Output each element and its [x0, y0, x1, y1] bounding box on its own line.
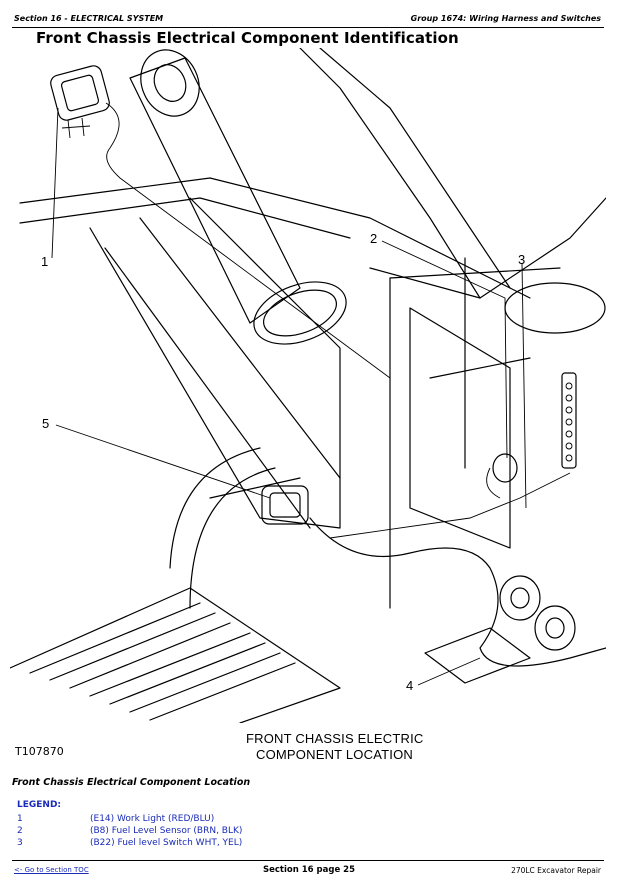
header-divider — [12, 27, 604, 28]
manual-title: 270LC Excavator Repair — [511, 866, 601, 875]
section-toc-link[interactable]: <- Go to Section TOC — [14, 866, 89, 874]
cylinder-eye — [140, 49, 200, 117]
boom-body — [89, 197, 341, 529]
fuel-tank — [409, 307, 511, 549]
callout-3: 3 — [518, 252, 525, 267]
work-light-front-icon — [261, 485, 309, 525]
page-title: Front Chassis Electrical Component Ident… — [36, 29, 459, 47]
callout-4: 4 — [406, 678, 413, 693]
callout-2: 2 — [370, 231, 377, 246]
horn-2 — [534, 605, 576, 651]
callout-5: 5 — [42, 416, 49, 431]
fuel-level-sensor — [492, 453, 518, 483]
wiring-harness — [309, 517, 606, 667]
legend-item-text: (B22) Fuel level Switch WHT, YEL) — [90, 838, 243, 848]
chassis-illustration: 1 2 3 4 5 — [10, 48, 606, 723]
fuel-level-switch — [561, 372, 577, 469]
footer-divider — [12, 860, 604, 861]
figure-label-line1: FRONT CHASSIS ELECTRIC — [246, 731, 424, 746]
section-header: Section 16 - ELECTRICAL SYSTEM — [14, 14, 164, 23]
legend-item-text: (E14) Work Light (RED/BLU) — [90, 814, 215, 824]
figure-caption: Front Chassis Electrical Component Locat… — [12, 777, 251, 788]
legend-number: 1 — [17, 814, 23, 824]
legend-heading: LEGEND: — [17, 800, 62, 810]
group-header: Group 1674: Wiring Harness and Switches — [410, 14, 601, 23]
page-number: Section 16 page 25 — [263, 865, 355, 875]
legend-item-text: (B8) Fuel Level Sensor (BRN, BLK) — [90, 826, 243, 836]
legend-number: 2 — [17, 826, 23, 836]
figure-id: T107870 — [15, 745, 64, 758]
legend-number: 3 — [17, 838, 23, 848]
work-light-top-icon — [50, 65, 110, 121]
track-plate — [10, 587, 341, 723]
callout-1: 1 — [41, 254, 48, 269]
horn-1 — [499, 575, 541, 621]
cylinder-collar — [253, 281, 347, 345]
figure-label-line2: COMPONENT LOCATION — [256, 747, 413, 762]
